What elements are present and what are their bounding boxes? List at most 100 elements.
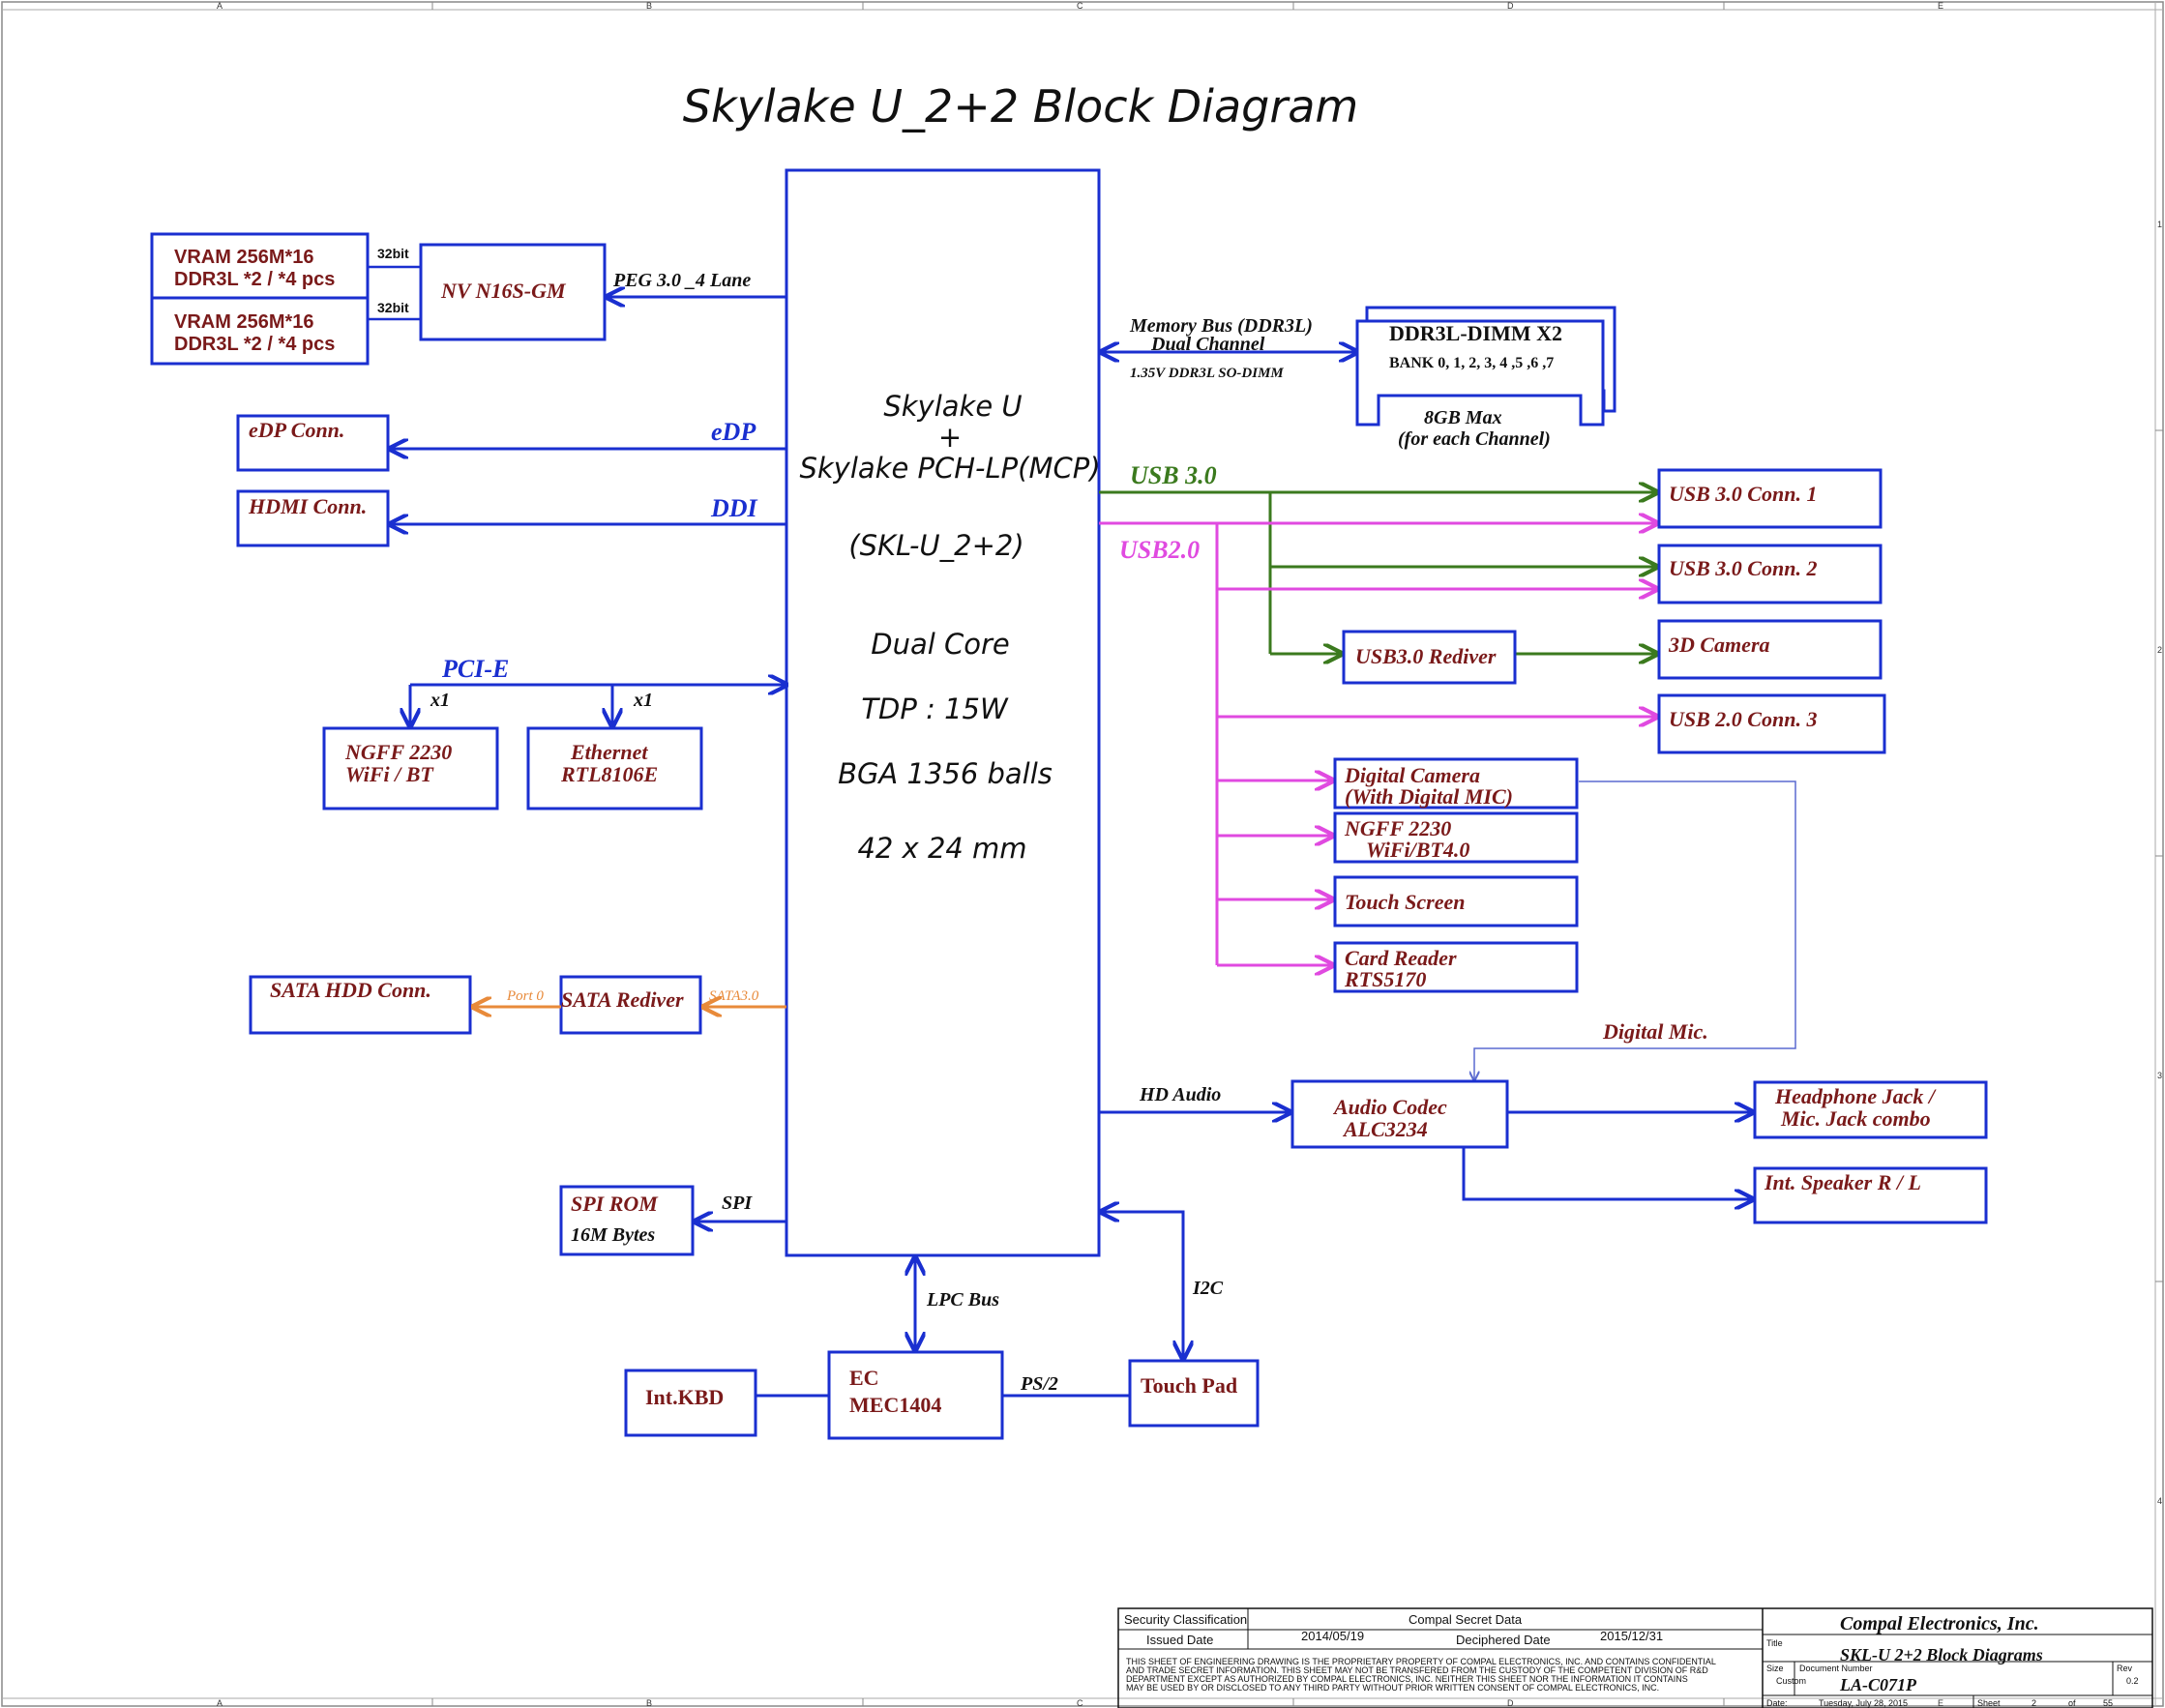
col-mark-e-bottom: E: [1938, 1698, 1943, 1708]
vram-block-1: VRAM 256M*16 DDR3L *2 / *4 pcs: [150, 232, 370, 300]
ethernet-block: Ethernet RTL8106E: [526, 726, 703, 810]
row-mark-4: 4: [2157, 1496, 2162, 1506]
tb-disclaimer-2: AND TRADE SECRET INFORMATION. THIS SHEET…: [1126, 1665, 1708, 1675]
col-mark-e: E: [1938, 1, 1943, 11]
tb-security-value: Compal Secret Data: [1409, 1612, 1523, 1627]
bus-32bit-a: 32bit: [377, 246, 409, 261]
title-block: Security Classification Compal Secret Da…: [1117, 1607, 2153, 1708]
col-mark-a-bottom: A: [217, 1698, 222, 1708]
int-speaker: Int. Speaker R / L: [1753, 1166, 1988, 1224]
digital-camera-line-2: (With Digital MIC): [1345, 784, 1513, 809]
touch-pad-label: Touch Pad: [1141, 1373, 1237, 1398]
tb-rev-value: 0.2: [2126, 1676, 2139, 1686]
ethernet-line-1: Ethernet: [570, 740, 648, 764]
tb-issued-label: Issued Date: [1146, 1633, 1213, 1647]
vram-2-line-1: VRAM 256M*16: [174, 311, 314, 333]
tb-docnum-value: LA-C071P: [1839, 1675, 1917, 1694]
cpu-line-3: Skylake PCH-LP(MCP): [799, 452, 1100, 485]
bus-ddi: DDI: [710, 494, 758, 522]
tb-disclaimer-3: DEPARTMENT EXCEPT AS AUTHORIZED BY COMPA…: [1126, 1674, 1688, 1684]
ngff-line-1: NGFF 2230: [344, 740, 452, 764]
vram-2-line-2: DDR3L *2 / *4 pcs: [174, 334, 335, 355]
usb30-conn-2: USB 3.0 Conn. 2: [1657, 544, 1883, 604]
headphone-jack: Headphone Jack / Mic. Jack combo: [1753, 1080, 1988, 1139]
bus-digital-mic: Digital Mic.: [1602, 1019, 1708, 1044]
ngff-wifi-bt4: NGFF 2230 WiFi/BT4.0: [1333, 811, 1579, 864]
usb30-conn-1-label: USB 3.0 Conn. 1: [1669, 482, 1817, 506]
bus-hd-audio: HD Audio: [1139, 1084, 1221, 1105]
touch-pad: Touch Pad: [1128, 1359, 1260, 1428]
digital-camera-line-1: Digital Camera: [1344, 763, 1480, 787]
tb-date-label: Date:: [1766, 1698, 1788, 1708]
col-mark-c: C: [1077, 1, 1083, 11]
col-mark-d-bottom: D: [1507, 1698, 1514, 1708]
edp-conn: eDP Conn.: [236, 414, 390, 472]
cpu-line-7: BGA 1356 balls: [838, 757, 1053, 790]
ec-block: EC MEC1404: [827, 1350, 1004, 1440]
cpu-line-6: TDP : 15W: [861, 692, 1009, 725]
usb30-rediver: USB3.0 Rediver: [1342, 630, 1517, 685]
bus-pcie-x1-a: x1: [430, 690, 450, 711]
gpu-label: NV N16S-GM: [440, 279, 567, 303]
tb-size-value: Custom: [1776, 1676, 1806, 1686]
bus-usb20: USB2.0: [1119, 536, 1200, 564]
bus-spi: SPI: [722, 1193, 753, 1214]
card-reader-line-2: RTS5170: [1344, 967, 1426, 991]
col-mark-b-bottom: B: [646, 1698, 652, 1708]
tb-of-value: 55: [2103, 1698, 2113, 1708]
card-reader: Card Reader RTS5170: [1333, 941, 1579, 993]
ec-line-2: MEC1404: [849, 1393, 941, 1417]
usb30-conn-1: USB 3.0 Conn. 1: [1657, 468, 1883, 529]
tb-issued-value: 2014/05/19: [1301, 1629, 1364, 1643]
bus-mem-3: 1.35V DDR3L SO-DIMM: [1130, 366, 1284, 381]
usb20-conn-3-label: USB 2.0 Conn. 3: [1669, 707, 1817, 731]
tb-title-label: Title: [1766, 1638, 1783, 1648]
bus-mem-2: Dual Channel: [1150, 334, 1265, 355]
ec-line-1: EC: [849, 1366, 879, 1390]
tb-deciphered-value: 2015/12/31: [1600, 1629, 1663, 1643]
audio-codec-line-2: ALC3234: [1342, 1117, 1428, 1141]
bus-lpc: LPC Bus: [926, 1289, 999, 1310]
dimm-block: DDR3L-DIMM X2 BANK 0, 1, 2, 3, 4 ,5 ,6 ,…: [1355, 306, 1616, 450]
cpu-line-1: Skylake U: [883, 390, 1022, 423]
cpu-line-5: Dual Core: [871, 628, 1010, 661]
vram-1-line-1: VRAM 256M*16: [174, 247, 314, 268]
ethernet-line-2: RTL8106E: [560, 762, 658, 786]
audio-codec: Audio Codec ALC3234: [1290, 1079, 1509, 1149]
hdmi-label: HDMI Conn.: [248, 494, 367, 518]
edp-label: eDP Conn.: [249, 418, 344, 442]
touch-screen: Touch Screen: [1333, 875, 1579, 928]
bus-sata30: SATA3.0: [709, 988, 759, 1004]
col-mark-a: A: [217, 1, 222, 11]
bus-i2c: I2C: [1192, 1278, 1224, 1299]
sata-hdd-label: SATA HDD Conn.: [270, 978, 431, 1002]
col-mark-c-bottom: C: [1077, 1698, 1083, 1708]
cpu-line-4: (SKL-U_2+2): [848, 529, 1023, 562]
camera-3d: 3D Camera: [1657, 619, 1883, 680]
spi-rom: SPI ROM 16M Bytes: [559, 1185, 695, 1256]
bus-mem-1: Memory Bus (DDR3L): [1129, 315, 1313, 337]
diagram-title: Skylake U_2+2 Block Diagram: [683, 80, 1359, 133]
bus-edp: eDP: [711, 418, 756, 446]
ngff-bt4-line-1: NGFF 2230: [1344, 816, 1451, 840]
spi-rom-line-2: 16M Bytes: [571, 1224, 655, 1246]
camera-3d-label: 3D Camera: [1668, 633, 1770, 657]
tb-of-label: of: [2068, 1698, 2076, 1708]
usb2-bus: [1099, 523, 1657, 965]
tb-disclaimer-1: THIS SHEET OF ENGINEERING DRAWING IS THE…: [1126, 1657, 1716, 1666]
int-kbd-label: Int.KBD: [645, 1385, 724, 1409]
tb-size-label: Size: [1766, 1664, 1784, 1673]
bus-pcie-x1-b: x1: [633, 690, 653, 711]
usb30-conn-2-label: USB 3.0 Conn. 2: [1669, 556, 1817, 580]
card-reader-line-1: Card Reader: [1345, 946, 1457, 970]
gpu-block: NV N16S-GM: [419, 243, 607, 341]
tb-sheet-value: 2: [2032, 1698, 2036, 1708]
dimm-line-4: (for each Channel): [1398, 428, 1551, 450]
row-mark-3: 3: [2157, 1071, 2162, 1080]
dimm-line-3: 8GB Max: [1424, 407, 1502, 428]
sata-rediver: SATA Rediver: [559, 975, 702, 1035]
tb-company: Compal Electronics, Inc.: [1840, 1613, 2039, 1634]
tb-deciphered-label: Deciphered Date: [1456, 1633, 1551, 1647]
bus-pcie: PCI-E: [441, 655, 509, 683]
int-speaker-label: Int. Speaker R / L: [1764, 1170, 1921, 1194]
